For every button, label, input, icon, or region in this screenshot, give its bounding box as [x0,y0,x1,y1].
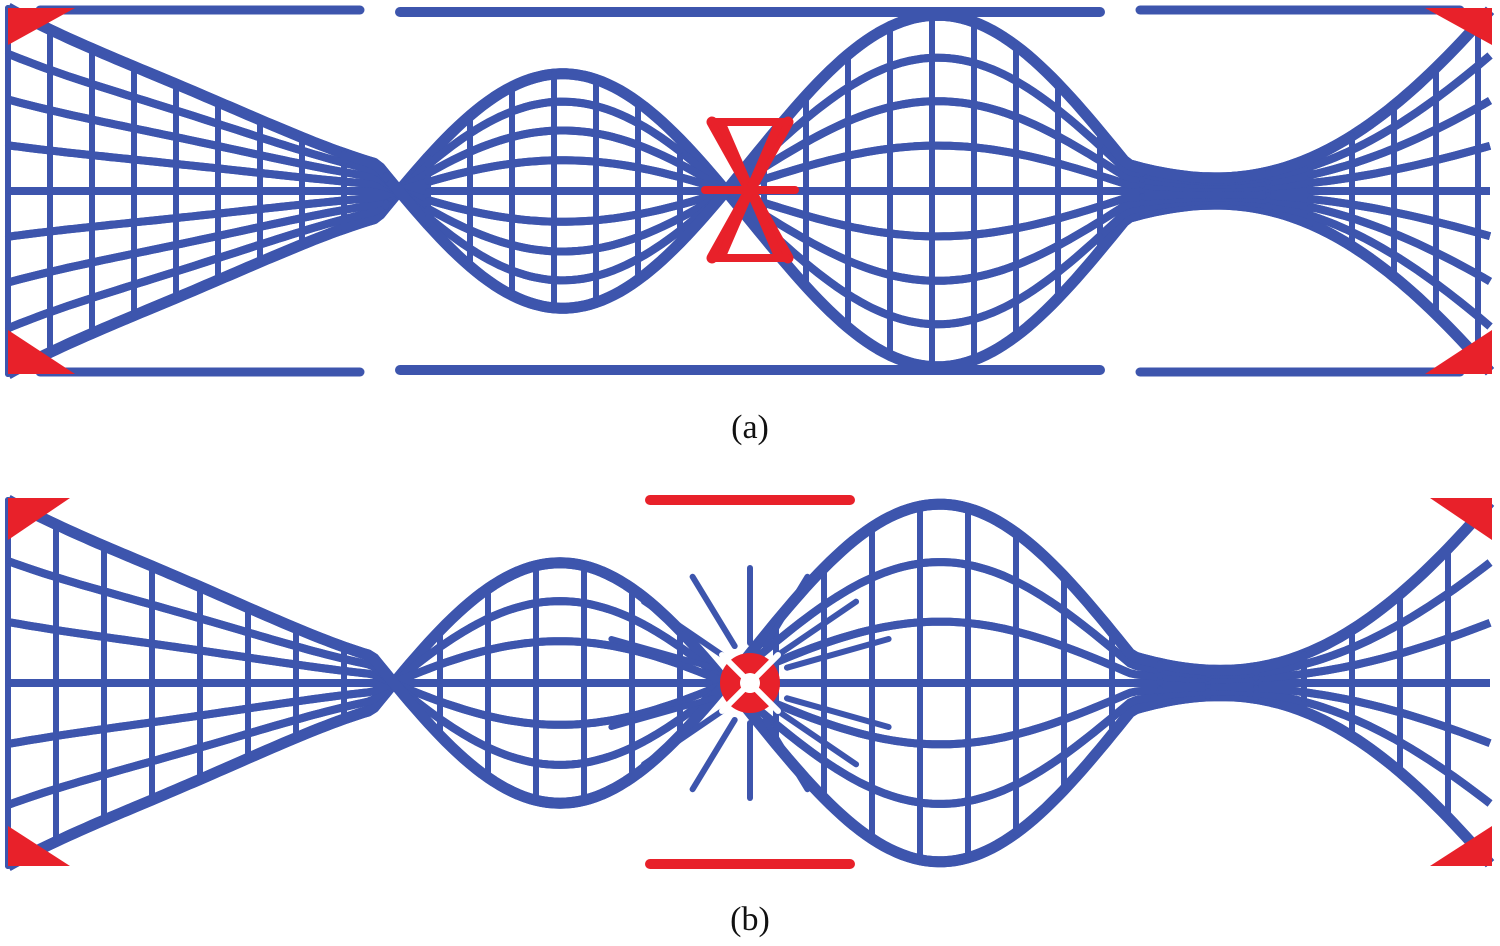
support-bottom [8,826,70,866]
support-top [1425,8,1492,45]
hub-spoke [783,635,892,671]
support-top [8,498,70,540]
panel-b-caption: (b) [730,901,770,938]
hub-spoke [775,598,860,658]
hub-node-slit [719,652,781,714]
panel-a-caption: (a) [731,409,769,446]
hub-spoke [762,573,811,650]
hub-spoke [640,598,725,658]
hub-spoke [689,573,738,650]
panel-a-structure [5,3,1495,379]
support-top [1430,498,1492,540]
member-curve [5,3,1495,314]
hub-spoke [762,716,811,793]
hub-spoke [640,708,725,768]
hub-spoke [608,635,717,671]
support-bottom [1425,330,1492,374]
hub-spoke [775,708,860,768]
support-top [8,8,75,45]
hub-spoke [608,695,717,731]
support-bottom [8,330,75,374]
hub-spoke [783,695,892,731]
panel-b-structure [5,495,1495,871]
hub-spoke [689,716,738,793]
support-bottom [1430,826,1492,866]
